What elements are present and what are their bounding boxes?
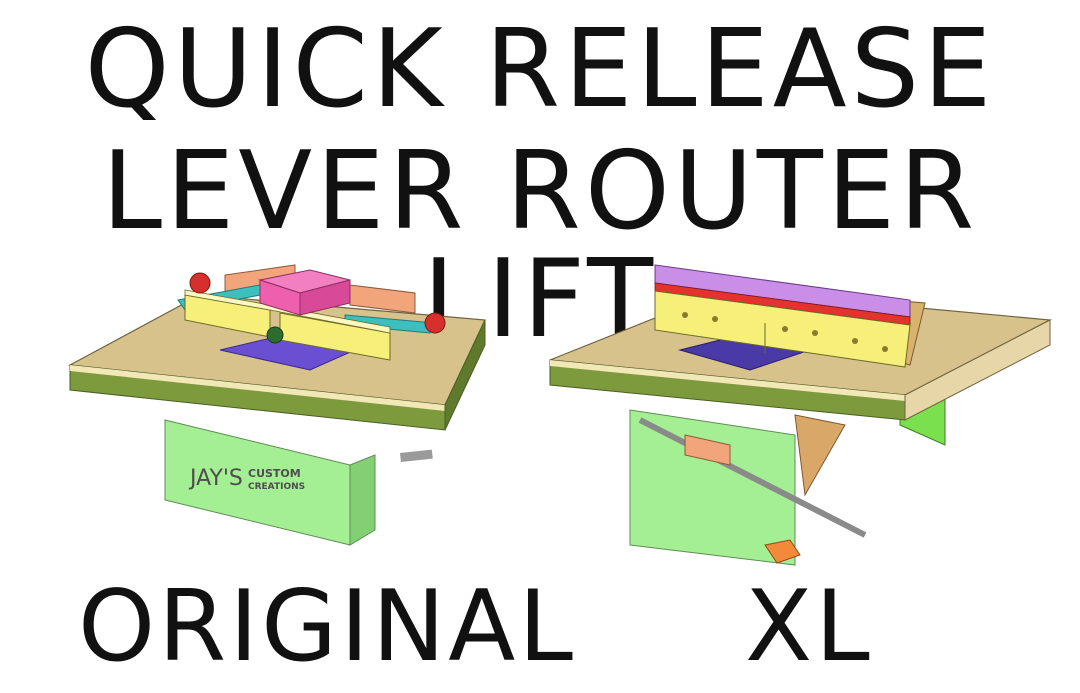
fence-hole <box>682 312 688 318</box>
xl-brace <box>794 414 846 497</box>
xl-table-edge-top-strip <box>550 360 905 401</box>
model-label-original: ORIGINAL <box>78 570 576 684</box>
fence-hole <box>782 326 788 332</box>
title-line-1: QUICK RELEASE <box>84 7 996 132</box>
table-edge-top-strip <box>70 365 445 411</box>
xl-lever-block <box>684 434 731 466</box>
cabinet-side <box>349 454 376 546</box>
title-line-2: LEVER ROUTER LIFT <box>101 129 979 362</box>
xl-lever-knob <box>764 539 801 564</box>
router-bit <box>266 326 284 344</box>
xl-table-edge-side <box>904 319 1051 421</box>
pink-dust-block-side <box>299 279 351 316</box>
fence-hole <box>882 346 888 352</box>
fence-hole <box>812 330 818 336</box>
logo-line-1: CUSTOM <box>248 467 301 480</box>
knob-left-icon <box>189 272 211 294</box>
model-label-xl: XL <box>745 570 873 684</box>
logo-brand: JAY'S <box>188 466 243 491</box>
xl-cabinet-front <box>629 409 796 566</box>
jays-custom-creations-logo: JAY'S CUSTOM CREATIONS <box>188 466 305 492</box>
knob-right-icon <box>424 312 446 334</box>
fence-hole <box>852 338 858 344</box>
logo-line-2: CREATIONS <box>248 482 305 492</box>
table-edge-side <box>444 319 486 431</box>
xl-router-table-illustration <box>549 264 1053 566</box>
fence-hole <box>712 316 718 322</box>
lift-rod <box>400 449 433 462</box>
xl-lift-rod <box>638 417 867 538</box>
original-router-table-illustration: JAY'S CUSTOM CREATIONS <box>68 264 486 546</box>
